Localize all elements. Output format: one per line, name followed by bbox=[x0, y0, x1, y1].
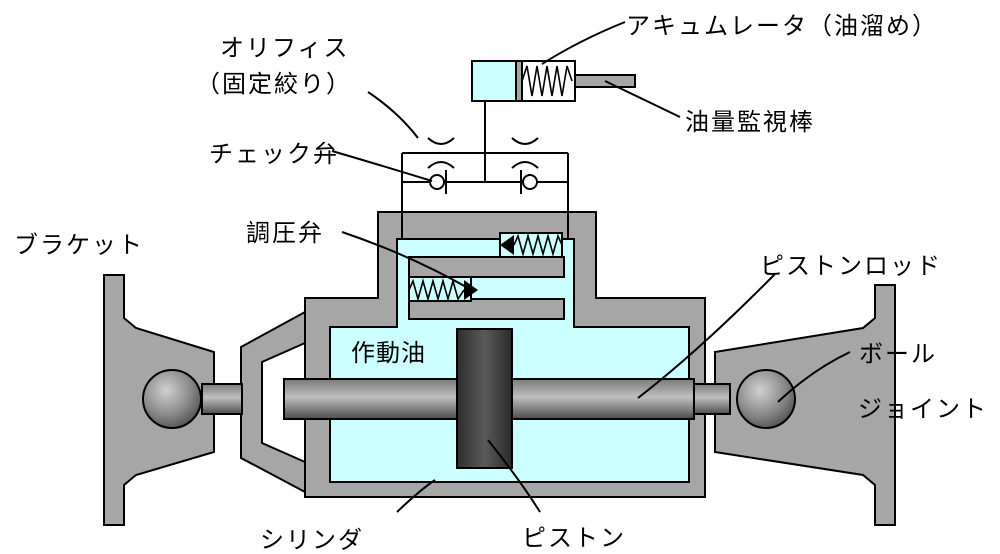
label-bracket: ブラケット bbox=[14, 231, 144, 259]
label-check-valve: チェック弁 bbox=[209, 140, 339, 168]
check-valve-left bbox=[429, 170, 447, 194]
accumulator bbox=[471, 60, 636, 102]
label-orifice-line1: オリフィス bbox=[220, 34, 350, 62]
label-pressure-valve: 調圧弁 bbox=[246, 219, 324, 247]
label-hydraulic-oil: 作動油 bbox=[351, 339, 426, 367]
label-ball-joint-line2: ジョイント bbox=[858, 395, 988, 423]
label-piston: ピストン bbox=[522, 524, 626, 552]
pressure-valve-lower bbox=[408, 276, 478, 302]
label-ball-joint-line1: ボール bbox=[859, 340, 937, 368]
label-piston-rod: ピストンロッド bbox=[760, 252, 942, 280]
check-valve-right bbox=[520, 170, 538, 194]
orifice-right bbox=[511, 137, 539, 169]
ball-joint-left bbox=[142, 369, 202, 429]
piston bbox=[456, 328, 513, 469]
label-orifice-line2: （固定絞り） bbox=[196, 70, 352, 98]
label-accumulator: アキュムレータ（油溜め） bbox=[626, 12, 938, 40]
label-dipstick: 油量監視棒 bbox=[685, 108, 815, 136]
bracket-right bbox=[714, 284, 896, 526]
label-cylinder: シリンダ bbox=[260, 526, 364, 554]
orifice-left bbox=[427, 137, 455, 169]
leader-lines bbox=[331, 21, 851, 513]
pressure-valve-upper bbox=[499, 232, 563, 258]
ball-joint-right bbox=[736, 369, 796, 429]
